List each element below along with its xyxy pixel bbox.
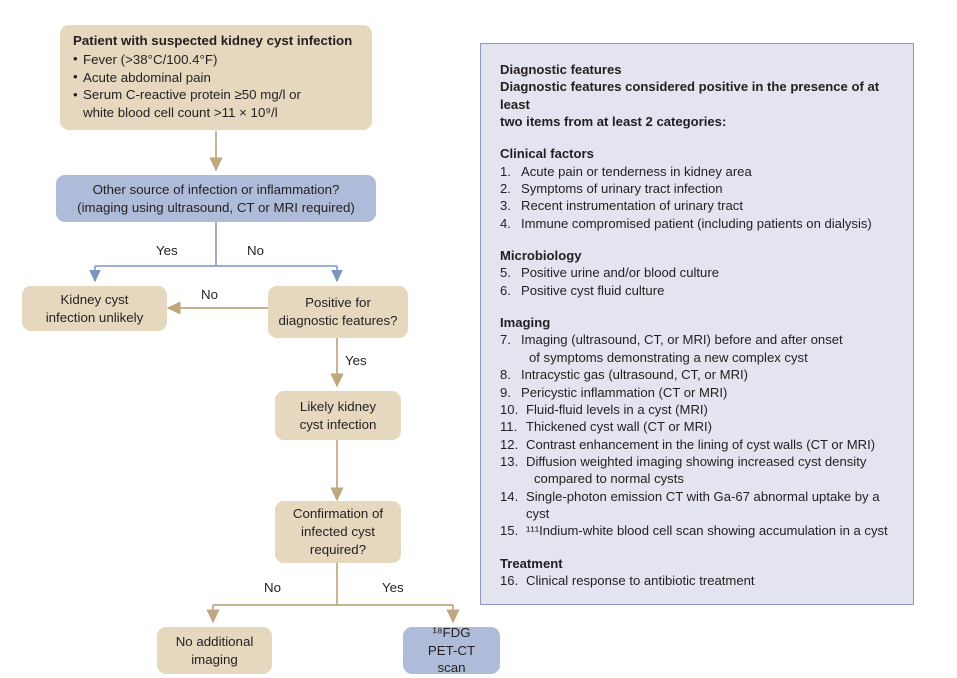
node-likely-kidney-cyst-infection[interactable]: Likely kidney cyst infection [275, 391, 401, 440]
section-title-microbiology: Microbiology [500, 248, 582, 264]
item-number: 7. [500, 332, 511, 348]
item-number: 3. [500, 198, 511, 214]
node-positive-line1: Positive for [305, 295, 371, 311]
list-item: 10. Fluid-fluid levels in a cyst (MRI) [500, 401, 899, 418]
item-text: Recent instrumentation of urinary tract [521, 198, 743, 214]
item-number: 1. [500, 163, 511, 179]
node-confirmation-line1: Confirmation of [292, 506, 384, 522]
section-list-treatment: 16. Clinical response to antibiotic treat… [500, 572, 899, 589]
list-item: 11. Thickened cyst wall (CT or MRI) [500, 418, 899, 435]
node-no-imaging-line2: imaging [191, 651, 238, 667]
edge-label-no-other-source: No [247, 243, 264, 258]
item-text: Thickened cyst wall (CT or MRI) [526, 419, 713, 435]
node-confirmation-line3: required? [309, 541, 367, 557]
item-text: Acute pain or tenderness in kidney area [521, 163, 752, 179]
bullet-fever: Fever (>38°C/100.4°F) [73, 50, 301, 69]
node-petct-line2: PET-CT scan [427, 642, 476, 676]
list-item: 12. Contrast enhancement in the lining of… [500, 436, 899, 453]
list-item: 9. Pericystic inflammation (CT or MRI) [500, 384, 899, 401]
item-number: 4. [500, 215, 511, 231]
item-number: 10. [500, 401, 519, 417]
bullet-abdominal-pain: Acute abdominal pain [73, 68, 301, 87]
list-item: 1. Acute pain or tenderness in kidney are… [500, 163, 899, 180]
section-title-imaging: Imaging [500, 315, 551, 331]
node-positive-line2: diagnostic features? [278, 313, 398, 328]
list-item: 14. Single-photon emission CT with Ga-67 … [500, 488, 899, 523]
list-item: 2. Symptoms of urinary tract infection [500, 180, 899, 197]
diagnostic-features-panel: Diagnostic features Diagnostic features … [480, 43, 914, 605]
panel-heading: Diagnostic features [500, 62, 622, 77]
item-text: Symptoms of urinary tract infection [521, 181, 723, 197]
item-number: 12. [500, 436, 519, 452]
item-text: Intracystic gas (ultrasound, CT, or MRI) [521, 367, 749, 383]
item-number: 16. [500, 572, 519, 588]
list-item: 6. Positive cyst fluid culture [500, 282, 899, 299]
section-list-microbiology: 5. Positive urine and/or blood culture 6.… [500, 264, 899, 299]
item-text: Positive urine and/or blood culture [521, 265, 719, 281]
item-number: 15. [500, 523, 519, 539]
item-text: Diffusion weighted imaging showing incre… [526, 453, 867, 469]
node-likely-line2: cyst infection [299, 416, 377, 432]
bullet-crp-wbc: Serum C-reactive protein ≥50 mg/l or whi… [73, 86, 301, 122]
node-suspected-title: Patient with suspected kidney cyst infec… [73, 32, 353, 48]
item-number: 2. [500, 181, 511, 197]
list-item: 5. Positive urine and/or blood culture [500, 264, 899, 281]
item-number: 5. [500, 265, 511, 281]
node-likely-line1: Likely kidney [299, 398, 377, 414]
item-text: Single-photon emission CT with Ga-67 abn… [526, 488, 880, 521]
node-infection-unlikely[interactable]: Kidney cyst infection unlikely [22, 286, 167, 331]
section-title-treatment: Treatment [500, 555, 563, 571]
panel-lede-line2: two items from at least 2 categories: [500, 114, 727, 130]
edge-label-no-confirmation: No [264, 580, 281, 595]
node-other-source[interactable]: Other source of infection or inflammatio… [56, 175, 376, 222]
node-other-source-line1: Other source of infection or inflammatio… [92, 181, 340, 197]
node-fdg-pet-ct-scan[interactable]: ¹⁸FDG PET-CT scan [403, 624, 500, 675]
item-number: 8. [500, 367, 511, 383]
section-title-clinical-factors: Clinical factors [500, 146, 594, 162]
node-no-imaging-line1: No additional [175, 633, 254, 649]
node-positive-for-diagnostic-features[interactable]: Positive for diagnostic features? [268, 286, 408, 338]
list-item: 3. Recent instrumentation of urinary trac… [500, 197, 899, 214]
item-number: 6. [500, 282, 511, 298]
node-infection-unlikely-line1: Kidney cyst [60, 291, 129, 307]
item-text: Pericystic inflammation (CT or MRI) [521, 384, 728, 400]
node-suspected-patient[interactable]: Patient with suspected kidney cyst infec… [60, 25, 372, 130]
item-text-cont: compared to normal cysts [534, 471, 684, 487]
item-text: Imaging (ultrasound, CT, or MRI) before … [521, 332, 843, 348]
edge-label-yes-confirmation: Yes [382, 580, 404, 595]
item-text: Positive cyst fluid culture [521, 282, 665, 298]
list-item: 7. Imaging (ultrasound, CT, or MRI) befor… [500, 331, 899, 366]
list-item: 13. Diffusion weighted imaging showing in… [500, 453, 899, 488]
item-number: 13. [500, 453, 519, 469]
section-list-imaging: 7. Imaging (ultrasound, CT, or MRI) befor… [500, 331, 899, 539]
section-list-clinical-factors: 1. Acute pain or tenderness in kidney are… [500, 163, 899, 232]
item-text-cont: of symptoms demonstrating a new complex … [529, 349, 808, 365]
panel-lede-line1: Diagnostic features considered positive … [500, 79, 880, 112]
item-text: Clinical response to antibiotic treatmen… [526, 572, 755, 588]
node-confirmation-required[interactable]: Confirmation of infected cyst required? [275, 501, 401, 563]
node-confirmation-line2: infected cyst [301, 524, 375, 540]
item-number: 9. [500, 384, 511, 400]
node-other-source-line2: (imaging using ultrasound, CT or MRI req… [77, 199, 355, 215]
list-item: 15. ¹¹¹Indium-white blood cell scan showi… [500, 522, 899, 539]
node-suspected-bullets: Fever (>38°C/100.4°F) Acute abdominal pa… [73, 50, 301, 122]
edge-label-yes-other-source: Yes [156, 243, 178, 258]
list-item: 8. Intracystic gas (ultrasound, CT, or MR… [500, 366, 899, 383]
edge-label-yes-positive: Yes [345, 353, 367, 368]
list-item: 16. Clinical response to antibiotic treat… [500, 572, 899, 589]
node-petct-line1: ¹⁸FDG [432, 624, 471, 640]
edge-label-no-positive: No [201, 287, 218, 302]
bullet-crp-wbc-cont: white blood cell count >11 × 10⁹/l [83, 105, 278, 121]
list-item: 4. Immune compromised patient (including … [500, 215, 899, 232]
item-text: Contrast enhancement in the lining of cy… [526, 436, 876, 452]
node-no-additional-imaging[interactable]: No additional imaging [157, 627, 272, 674]
item-text: Immune compromised patient (including pa… [521, 215, 872, 231]
node-infection-unlikely-line2: infection unlikely [45, 309, 144, 325]
item-number: 11. [500, 419, 518, 435]
item-text: Fluid-fluid levels in a cyst (MRI) [526, 401, 708, 417]
item-text: ¹¹¹Indium-white blood cell scan showing … [526, 523, 888, 539]
item-number: 14. [500, 488, 519, 504]
